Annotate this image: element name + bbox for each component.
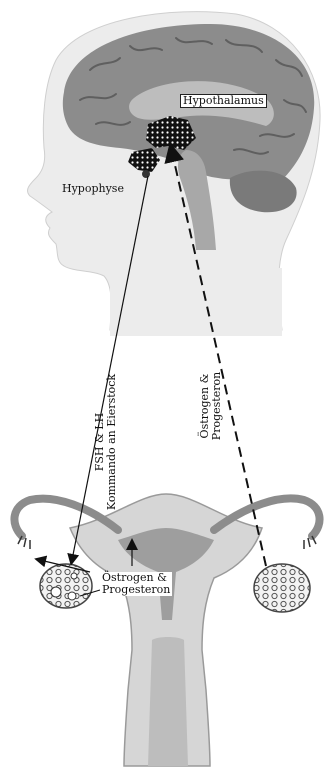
oestrogen-feedback-line2: Progesteron (211, 361, 223, 451)
follicle-3 (71, 573, 77, 579)
neck (110, 268, 282, 336)
hypophyse-label: Hypophyse (62, 183, 124, 195)
oestrogen-ovary-line2: Progesteron (102, 584, 170, 596)
vaginal-canal (148, 637, 188, 766)
follicle-2 (68, 592, 76, 600)
follicle-1 (51, 587, 61, 597)
ovary-right (254, 564, 310, 612)
oestrogen-ovary-label: Östrogen & Progesteron (100, 572, 172, 596)
oestrogen-feedback-label: Östrogen & Progesteron (199, 361, 227, 451)
hypophyse-stalk (142, 170, 150, 178)
hypothalamus-label: Hypothalamus (180, 94, 267, 108)
fsh-lh-line2: Kommando an Eierstock (106, 372, 118, 512)
fsh-lh-label: FSH & LH Kommando an Eierstock (94, 372, 122, 512)
